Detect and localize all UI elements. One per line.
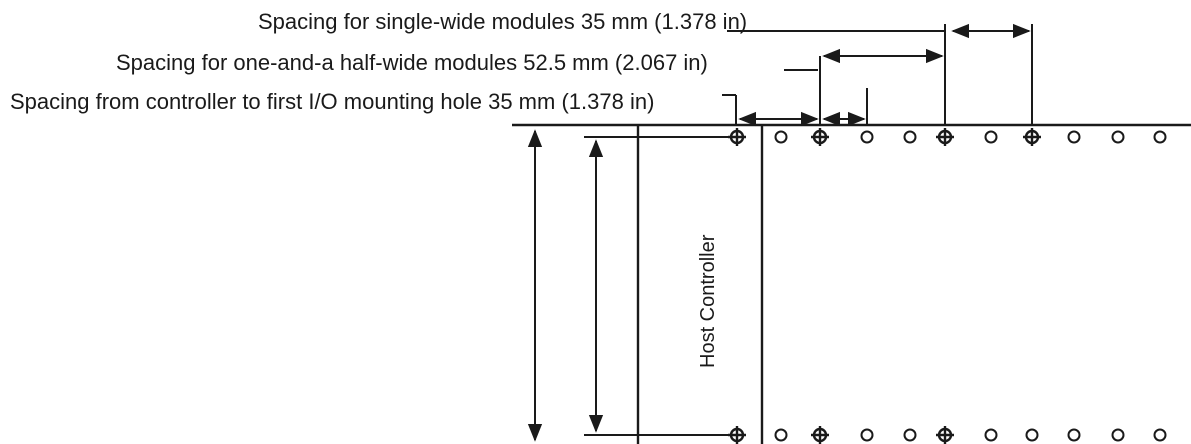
bottom-hole-icon: [1025, 428, 1039, 442]
top-mounting-hole-icon: [1023, 128, 1041, 146]
top-hole-icon: [774, 130, 788, 144]
label-single-wide: Spacing for single-wide modules 35 mm (1…: [258, 9, 747, 34]
bottom-mounting-hole-icon: [728, 426, 746, 444]
top-mounting-hole-icon: [811, 128, 829, 146]
bottom-mounting-hole-icon: [811, 426, 829, 444]
top-hole-icon: [1153, 130, 1167, 144]
top-hole-icon: [1111, 130, 1125, 144]
top-hole-icon: [903, 130, 917, 144]
bottom-hole-row: [728, 426, 1167, 444]
top-mounting-hole-icon: [728, 128, 746, 146]
bottom-hole-icon: [903, 428, 917, 442]
host-controller-label: Host Controller: [697, 234, 719, 368]
top-hole-icon: [1067, 130, 1081, 144]
label-controller-to-first: Spacing from controller to first I/O mou…: [10, 89, 654, 114]
bottom-hole-icon: [1111, 428, 1125, 442]
bottom-hole-icon: [774, 428, 788, 442]
top-hole-icon: [860, 130, 874, 144]
top-hole-icon: [984, 130, 998, 144]
bottom-hole-icon: [984, 428, 998, 442]
top-mounting-hole-icon: [936, 128, 954, 146]
bottom-hole-icon: [860, 428, 874, 442]
bottom-hole-icon: [1153, 428, 1167, 442]
top-hole-row: [728, 128, 1167, 146]
label-one-and-half-wide: Spacing for one-and-a half-wide modules …: [116, 50, 708, 75]
bottom-mounting-hole-icon: [936, 426, 954, 444]
bottom-hole-icon: [1067, 428, 1081, 442]
